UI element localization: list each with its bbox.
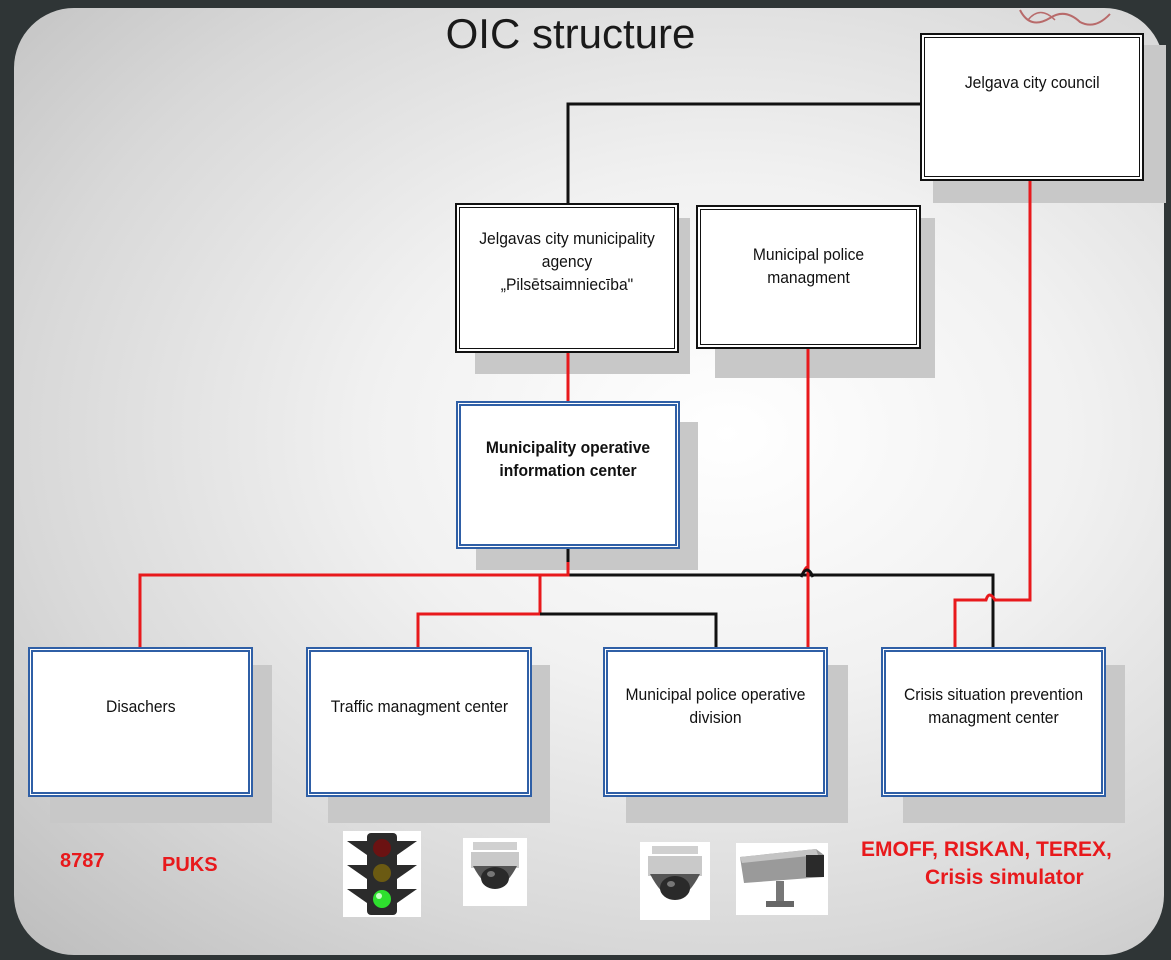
dome-camera-icon [640, 842, 710, 920]
label-crisis-tools-2: Crisis simulator [925, 866, 1084, 889]
node-police-operative-division: Municipal police operative division [603, 647, 828, 797]
node-label: Municipal police operative division [625, 685, 806, 727]
node-dischargers: Disachers [28, 647, 253, 797]
node-traffic-management-center: Traffic managment center [306, 647, 532, 797]
connector-black-branch [540, 612, 718, 648]
connector-police-mgmt-ops [801, 348, 810, 648]
connector-red-bus [138, 562, 570, 648]
traffic-light-icon [343, 831, 421, 917]
label-crisis-tools-1: EMOFF, RISKAN, TEREX, [861, 838, 1112, 861]
connector-council-agency [566, 102, 923, 205]
page-title: OIC structure [445, 10, 696, 57]
node-label: Jelgava city council [964, 73, 1100, 92]
connector-council-crisis [953, 178, 1032, 648]
node-label: Municipal police managment [752, 245, 865, 287]
node-municipality-agency: Jelgavas city municipality agency „Pilsē… [455, 203, 679, 353]
node-label: Municipality operative information cente… [485, 438, 651, 480]
node-operative-information-center: Municipality operative information cente… [456, 401, 680, 549]
node-crisis-prevention-center: Crisis situation prevention managment ce… [881, 647, 1106, 797]
node-municipal-police-management: Municipal police managment [696, 205, 921, 349]
node-jelgava-city-council: Jelgava city council [920, 33, 1144, 181]
dome-camera-icon [463, 838, 527, 906]
node-label: Traffic managment center [330, 696, 508, 716]
label-puks: PUKS [162, 854, 218, 876]
logo-fragment-icon [1019, 9, 1111, 26]
node-label: Crisis situation prevention managment ce… [903, 685, 1084, 727]
label-phone-number: 8787 [60, 850, 105, 872]
connector-oic-traffic [416, 575, 542, 648]
bullet-camera-icon [736, 843, 828, 915]
node-label: Jelgavas city municipality agency „Pilsē… [479, 229, 655, 294]
connector-oic-bus [566, 548, 995, 648]
node-label: Disachers [105, 696, 176, 716]
